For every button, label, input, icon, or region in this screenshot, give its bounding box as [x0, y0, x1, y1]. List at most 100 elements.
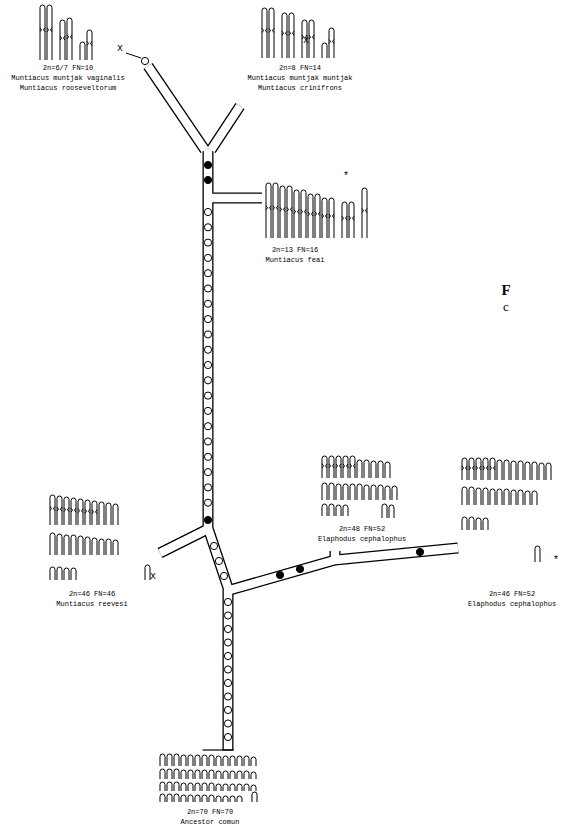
open-circle [224, 679, 231, 686]
chromosome [462, 487, 467, 505]
chromosome [78, 536, 83, 555]
chromosome [50, 533, 55, 555]
chromosome [244, 784, 249, 791]
chromosome [40, 5, 45, 60]
open-circle [224, 666, 231, 673]
chromosome [382, 504, 387, 518]
chromosome [237, 784, 242, 791]
karyotype-label: Muntiacus feai [266, 256, 325, 265]
chromosome [174, 782, 179, 791]
chromosome [145, 565, 150, 580]
centromere [308, 212, 313, 216]
chromosome [92, 501, 97, 525]
centromere [329, 214, 334, 218]
chromosome [230, 756, 235, 766]
open-circle [224, 625, 231, 632]
filled-circle [416, 548, 423, 555]
open-circle [224, 612, 231, 619]
chromosome [385, 486, 390, 500]
open-circle [220, 572, 227, 579]
open-circle [204, 484, 211, 491]
chromosome [350, 456, 355, 478]
karyotype-label: Elaphodus cephalophus [468, 600, 556, 609]
chromosome [364, 460, 369, 478]
karyotype-label: 2n=48 FN=52 [339, 525, 385, 534]
chromosome [92, 538, 97, 555]
chromosome [343, 505, 348, 516]
open-circle [224, 598, 231, 605]
chromosome [329, 28, 334, 58]
chromosome [289, 13, 294, 58]
chromosome [188, 795, 193, 802]
chromosome [532, 462, 537, 480]
karyotype-label: 2n=13 FN=16 [272, 246, 318, 255]
chromosome [349, 202, 354, 238]
chromosome [476, 488, 481, 505]
chromosome [223, 796, 228, 802]
open-circle [204, 438, 211, 445]
chromosome [64, 568, 69, 580]
centromere [78, 509, 83, 513]
chromosome [209, 770, 214, 779]
centromere [92, 510, 97, 514]
centromere [71, 508, 76, 512]
chromosome [195, 770, 200, 779]
karyotype-label: 2n=6/7 FN=10 [43, 64, 93, 73]
chromosome [525, 462, 530, 480]
chromosome [57, 567, 62, 580]
chromosome [160, 769, 165, 779]
chromosome [64, 535, 69, 555]
chromosome [251, 772, 256, 779]
caption-fragment: F [501, 282, 510, 298]
chromosome [336, 456, 341, 478]
open-circle [224, 706, 231, 713]
chromosome [209, 795, 214, 802]
chromosome [357, 484, 362, 500]
centromere [50, 507, 55, 511]
chromosome [315, 194, 320, 238]
filled-circle [204, 161, 211, 168]
centromere [85, 509, 90, 513]
centromere [280, 207, 285, 211]
open-circle [224, 693, 231, 700]
chromosome [497, 460, 502, 480]
karyotype-label: 2n=8 FN=14 [279, 64, 321, 73]
chromosome [539, 463, 544, 480]
chromosome [167, 794, 172, 802]
chromosome-mark: * [343, 172, 349, 182]
chromosome [60, 20, 65, 60]
chromosome [546, 463, 551, 480]
chromosome [462, 458, 467, 480]
chromosome [106, 503, 111, 525]
chromosome [202, 770, 207, 779]
centromere [289, 31, 294, 35]
karyotype-label: Muntiacus reevesi [56, 600, 127, 609]
chromosome [490, 489, 495, 505]
chromosome [490, 458, 495, 480]
chromosome [202, 755, 207, 766]
chromosome [511, 490, 516, 505]
centromere [47, 28, 52, 32]
chromosome [287, 186, 292, 238]
open-circle [204, 224, 211, 231]
chromosome [301, 190, 306, 238]
chromosome [251, 785, 256, 791]
centromere [350, 464, 355, 468]
chromosome [99, 539, 104, 555]
branch-line [126, 53, 141, 58]
chromosome [181, 770, 186, 779]
chromosome [230, 796, 235, 802]
chromosome [237, 771, 242, 779]
chromosome [322, 483, 327, 500]
open-circle [204, 346, 211, 353]
chromosome [87, 30, 92, 60]
chromosome [262, 8, 267, 58]
chromosome [209, 783, 214, 791]
chromosome [280, 186, 285, 238]
chromosome [329, 198, 334, 238]
chromosome [106, 539, 111, 555]
centromere [269, 29, 274, 33]
chromosome [309, 20, 314, 58]
chromosome [350, 484, 355, 500]
